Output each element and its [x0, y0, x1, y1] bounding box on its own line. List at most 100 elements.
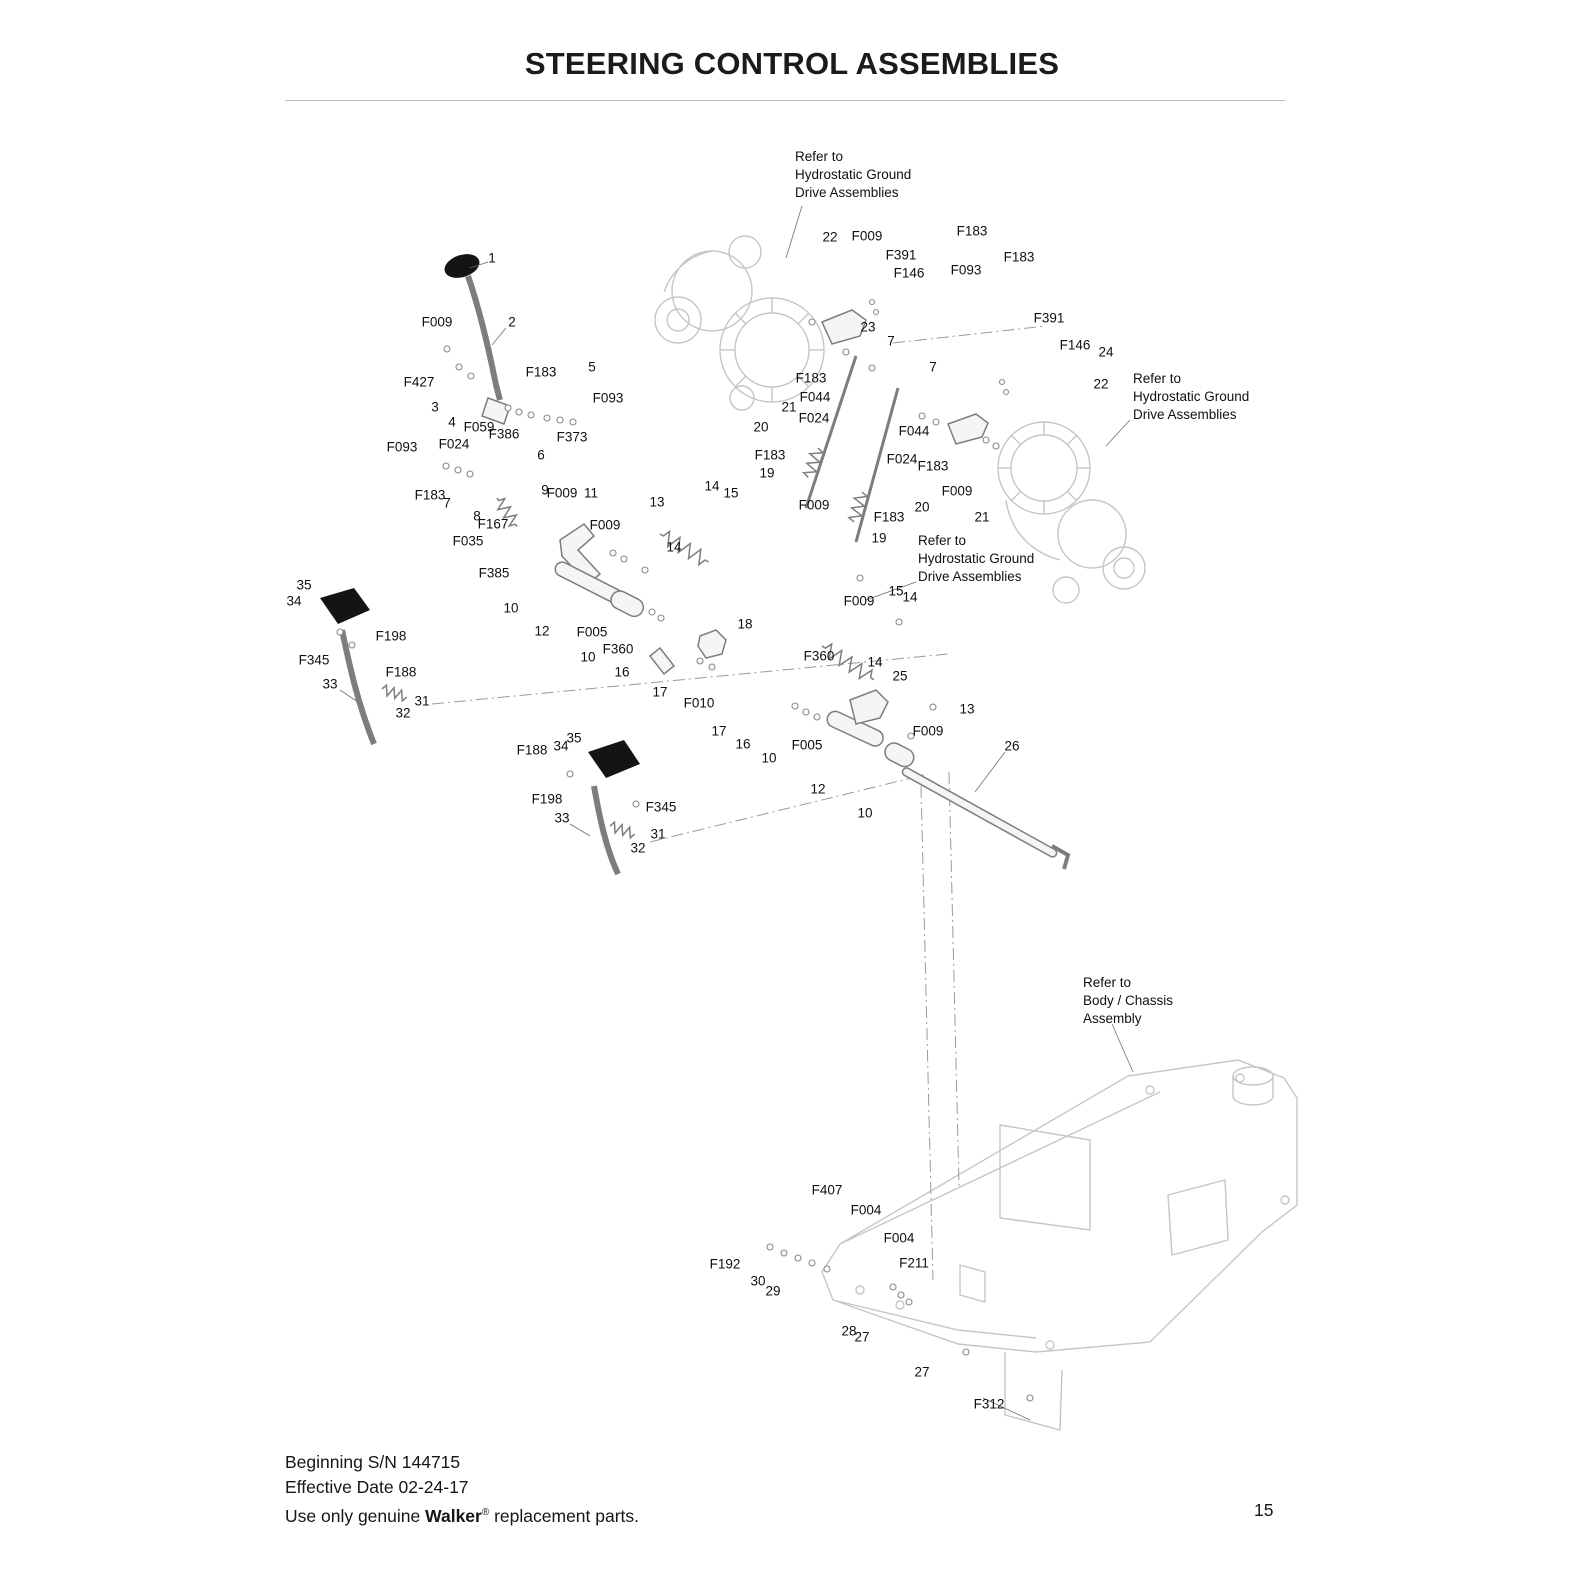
- part-label: F146: [1059, 337, 1091, 353]
- part-label: 17: [711, 723, 727, 739]
- hardware-fasteners: [336, 298, 1034, 1402]
- part-label: 16: [735, 736, 751, 752]
- part-label: F211: [899, 1255, 929, 1271]
- foot-pedals: [320, 588, 640, 876]
- part-label: F093: [950, 262, 982, 278]
- part-label: 13: [959, 701, 975, 717]
- ref-note: Refer to Hydrostatic Ground Drive Assemb…: [918, 533, 1035, 585]
- part-label: 1: [488, 250, 496, 266]
- part-label: F183: [795, 370, 827, 386]
- part-label: F044: [898, 423, 930, 439]
- part-label: F345: [298, 652, 330, 668]
- part-label: F427: [403, 374, 435, 390]
- part-label: 22: [1093, 376, 1109, 392]
- part-label: F373: [556, 429, 588, 445]
- footer-disclaimer: Use only genuine Walker® replacement par…: [285, 1500, 639, 1529]
- ref-note: Refer to Hydrostatic Ground Drive Assemb…: [795, 149, 912, 201]
- part-label: F391: [885, 247, 917, 263]
- part-label: 15: [723, 485, 739, 501]
- transaxle-ghost-upper: [654, 235, 825, 411]
- part-label: 2: [508, 314, 516, 330]
- part-label: 32: [630, 840, 646, 856]
- shift-lever: [444, 254, 511, 425]
- part-label: 10: [503, 600, 519, 616]
- part-label: 7: [443, 495, 451, 511]
- part-label: 35: [566, 730, 582, 746]
- springs: [381, 447, 875, 840]
- part-label: 3: [431, 399, 439, 415]
- part-label: 34: [286, 593, 302, 609]
- disclaimer-suffix: replacement parts.: [489, 1505, 640, 1526]
- part-label: F183: [414, 487, 446, 503]
- part-label: F005: [576, 624, 608, 640]
- part-label: F009: [421, 314, 453, 330]
- part-label: F059: [463, 419, 495, 435]
- part-label: 30: [750, 1273, 766, 1289]
- part-label: F004: [883, 1230, 915, 1246]
- part-label: F044: [799, 389, 831, 405]
- part-label: 10: [761, 750, 777, 766]
- part-label: 6: [537, 447, 545, 463]
- disclaimer-prefix: Use only genuine: [285, 1505, 426, 1526]
- part-label: F407: [811, 1182, 843, 1198]
- part-label: 12: [810, 781, 826, 797]
- part-label: 24: [1098, 344, 1114, 360]
- part-label: F391: [1033, 310, 1065, 326]
- part-label: 7: [887, 333, 895, 349]
- part-label: 20: [753, 419, 769, 435]
- page-title: STEERING CONTROL ASSEMBLIES: [524, 46, 1060, 81]
- part-label: 11: [583, 485, 599, 501]
- part-label: 8: [473, 508, 481, 524]
- part-label: F192: [709, 1256, 741, 1272]
- part-label: F009: [941, 483, 973, 499]
- ref-note: Refer to Body / Chassis Assembly: [1083, 975, 1174, 1027]
- part-label: F183: [917, 458, 949, 474]
- ref-note: Refer to Hydrostatic Ground Drive Assemb…: [1133, 371, 1250, 423]
- part-label: 10: [857, 805, 873, 821]
- part-label: F386: [488, 426, 520, 442]
- footer: Beginning S/N 144715 Effective Date 02-2…: [285, 1450, 639, 1529]
- part-label: 18: [737, 616, 753, 632]
- part-label: 7: [929, 359, 937, 375]
- part-label: F009: [843, 593, 875, 609]
- part-label: F005: [791, 737, 823, 753]
- part-label: F312: [973, 1396, 1005, 1412]
- part-label: F009: [798, 497, 830, 513]
- steering-linkage: [554, 309, 1071, 870]
- part-label: 26: [1004, 738, 1020, 754]
- part-label: F009: [589, 517, 621, 533]
- part-label: 14: [867, 654, 883, 670]
- transaxle-ghost-right: [997, 421, 1146, 604]
- part-label: F198: [375, 628, 407, 644]
- part-label: F360: [803, 648, 835, 664]
- part-label: 14: [902, 589, 918, 605]
- part-label: 27: [854, 1329, 870, 1345]
- part-label: F183: [956, 223, 988, 239]
- part-label: 21: [781, 399, 797, 415]
- part-label: 17: [652, 684, 668, 700]
- part-label: 16: [614, 664, 630, 680]
- part-label: 12: [534, 623, 550, 639]
- part-label: F188: [385, 664, 417, 680]
- part-label: 13: [649, 494, 665, 510]
- part-label: 29: [765, 1283, 781, 1299]
- brand-walker: Walker: [425, 1505, 482, 1526]
- part-label: F035: [452, 533, 484, 549]
- part-label: 15: [888, 583, 904, 599]
- part-label: F009: [546, 485, 578, 501]
- part-label: F183: [873, 509, 905, 525]
- part-label: F188: [516, 742, 548, 758]
- part-label: 27: [914, 1364, 930, 1380]
- registered-mark: ®: [481, 1507, 490, 1518]
- part-label: F360: [602, 641, 634, 657]
- part-label: F183: [525, 364, 557, 380]
- part-label: F009: [912, 723, 944, 739]
- part-label: 33: [554, 810, 570, 826]
- part-label: F024: [798, 410, 830, 426]
- part-label: F385: [478, 565, 510, 581]
- part-label: F167: [477, 516, 509, 532]
- part-label: 9: [541, 482, 549, 498]
